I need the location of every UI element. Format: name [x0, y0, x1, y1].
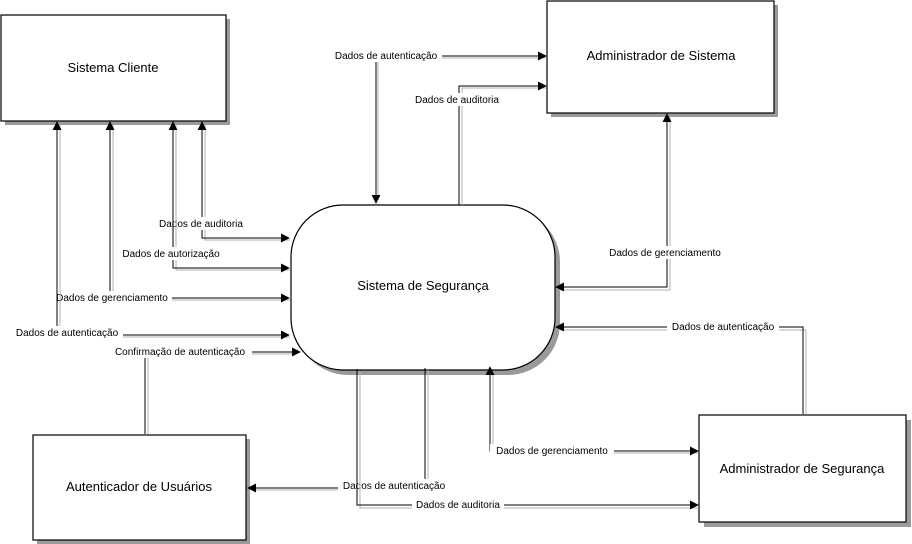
flow-label: Dados de auditoria [415, 95, 499, 106]
flow-dados-autenticacao-cliente: Dados de autenticação [11, 121, 290, 340]
flow-label: Dados de gerenciamento [609, 248, 721, 259]
node-autenticador-usuarios[interactable]: Autenticador de Usuários [32, 434, 250, 544]
flow-dados-autenticacao-admin-seguranca: Dados de autenticação [555, 320, 807, 414]
node-sistema-seguranca[interactable]: Sistema de Segurança [290, 204, 560, 375]
flow-label: Dados de autenticação [16, 328, 119, 339]
node-sistema-cliente[interactable]: Sistema Cliente [0, 14, 230, 125]
node-administrador-sistema-label: Administrador de Sistema [587, 48, 737, 63]
node-autenticador-usuarios-label: Autenticador de Usuários [66, 479, 212, 494]
flow-label: Dados de auditoria [416, 500, 500, 511]
flow-dados-auditoria-admin-seguranca: Dados de auditoria [356, 369, 699, 511]
flow-label: Dados de gerenciamento [56, 293, 168, 304]
node-administrador-sistema[interactable]: Administrador de Sistema [546, 0, 778, 117]
node-sistema-seguranca-label: Sistema de Segurança [357, 278, 489, 293]
flow-confirmacao-autenticacao: Confirmação de autenticação [108, 345, 301, 434]
flow-label: Dados de gerenciamento [496, 446, 608, 457]
flow-dados-autenticacao-autenticador: Dados de autenticação [247, 368, 450, 493]
node-administrador-seguranca-label: Administrador de Segurança [720, 461, 886, 476]
flow-dados-auditoria-cliente: Dados de auditoria [155, 121, 290, 243]
flow-label: Dados de auditoria [159, 219, 243, 230]
node-sistema-cliente-label: Sistema Cliente [67, 60, 158, 75]
flow-dados-gerenciamento-admin-seguranca: Dados de gerenciamento [485, 366, 699, 457]
flow-label: Dados de autorização [122, 249, 220, 260]
flow-dados-autenticacao-admin-sistema: Dados de autenticação [330, 49, 547, 204]
flow-dados-gerenciamento-admin-sistema: Dados de gerenciamento [555, 113, 726, 292]
flow-label: Dados de autenticação [343, 481, 446, 492]
node-administrador-seguranca[interactable]: Administrador de Segurança [698, 414, 911, 527]
flow-label: Confirmação de autenticação [115, 347, 246, 358]
flow-dados-autorizacao: Dados de autorização [118, 121, 290, 273]
flow-label: Dados de autenticação [672, 322, 775, 333]
flow-label: Dados de autenticação [335, 51, 438, 62]
flow-dados-auditoria-admin-sistema: Dados de auditoria [410, 81, 547, 205]
flow-dados-gerenciamento-cliente: Dados de gerenciamento [52, 121, 290, 304]
